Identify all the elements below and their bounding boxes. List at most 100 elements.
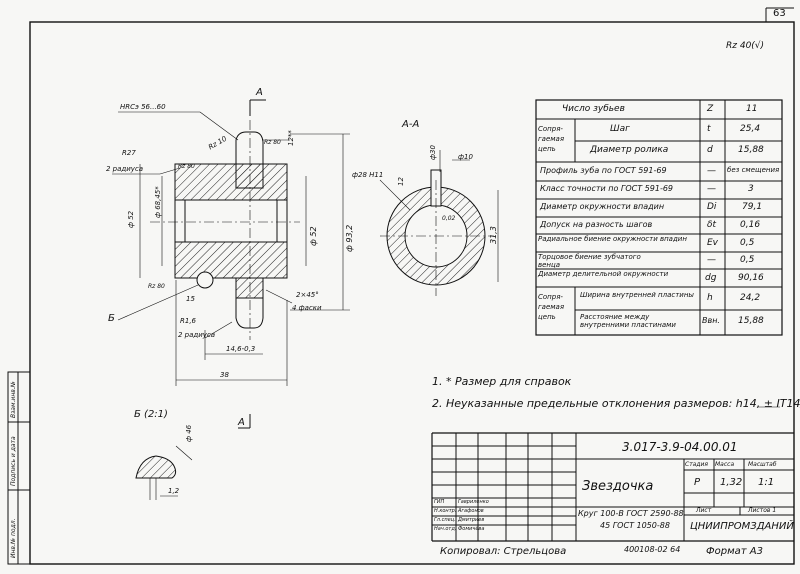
dim-r16: R1,6 [180, 317, 196, 325]
param-sym-roller: d [707, 145, 713, 155]
param-name-teeth: Число зубьев [562, 104, 625, 114]
param-sym-pitch-tol: δt [707, 220, 717, 230]
param-val-radial-runout: 0,5 [740, 238, 755, 248]
name-3: Фомичёва [458, 526, 485, 532]
stamp-inv-no: Инв.№ подл. [10, 518, 17, 559]
param-name-roller: Диаметр ролика [590, 145, 669, 155]
param-name-pitch-dia: Диаметр делительной окружности [538, 270, 669, 278]
dim-rz80a: Rz 80 [178, 163, 195, 170]
sheet-number: 63 [773, 8, 786, 19]
param-name-radial-runout: Радиальное биение окружности впадин [538, 235, 687, 243]
dim-d313: 31,3 [489, 226, 498, 244]
mass-value: 1,32 [720, 477, 743, 488]
param-group-chain-2: Сопря-гаемая цепь [538, 293, 565, 321]
name-2: Дмитриев [458, 517, 485, 523]
param-val-root-dia: 79,1 [742, 202, 763, 212]
dim-chamfer-note: 4 фаски [292, 304, 322, 312]
title-block-grid [431, 432, 794, 542]
stamp-replacing: Взам.инв.№ [10, 381, 17, 418]
section-a-a-view [379, 150, 499, 296]
param-sym-pitch-dia: dg [705, 273, 717, 283]
dim-d30: ф30 [429, 145, 437, 160]
param-sym-plate-gap: Ввн. [702, 316, 720, 325]
param-name-class: Класс точности по ГОСТ 591-69 [540, 184, 674, 193]
col-scale: Масштаб [748, 461, 777, 468]
param-name-pitch-tol: Допуск на разность шагов [540, 220, 653, 229]
copied-by: Копировал: Стрельцова [440, 546, 567, 557]
org-name: ЦНИИПРОМЗДАНИЙ [690, 521, 794, 532]
detail-label: Б [108, 313, 115, 324]
name-1: Агафонов [458, 508, 484, 514]
dim-d932: ф 93,2 [345, 224, 354, 252]
dim-d52b: ф 52 [309, 226, 318, 246]
stamp-signature: Подпись и дата [10, 436, 17, 486]
param-group-chain-1: Сопря-гаемая цепь [538, 125, 565, 153]
param-sym-profile: — [707, 166, 716, 176]
scale-value: 1:1 [758, 477, 775, 488]
sheet-label: Лист [696, 507, 712, 514]
section-arrow-bottom: А [238, 417, 245, 428]
dim-r27: R27 [122, 149, 136, 157]
detail-b-view [135, 445, 193, 500]
stage-value: Р [694, 477, 701, 488]
param-sym-teeth: Z [707, 104, 714, 114]
role-3: Нач.отд. [434, 526, 457, 532]
dim-w15: 15 [186, 295, 195, 303]
param-val-pitch-tol: 0,16 [740, 220, 761, 230]
note-1: 1. * Размер для справок [432, 375, 572, 388]
name-4: Гавриленко [458, 499, 489, 505]
dim-d52a: ф 52 [127, 210, 135, 228]
col-mass: Масса [715, 461, 735, 468]
param-name-plate-gap: Расстояние между внутренними пластинами [580, 313, 676, 329]
param-val-profile: без смещения [727, 166, 780, 174]
param-sym-axial-runout: — [707, 255, 716, 265]
param-name-pitch: Шаг [610, 124, 630, 134]
dim-d10: ф10 [458, 153, 473, 161]
dim-d6845: ф 68,45* [154, 186, 162, 218]
sheets-label: Листов 1 [748, 507, 777, 514]
param-sym-root-dia: Di [707, 202, 717, 212]
param-name-plate-width: Ширина внутренней пластины [580, 291, 694, 299]
doc-number: 3.017-3.9-04.00.01 [622, 440, 738, 454]
sprocket-section-view [112, 99, 350, 429]
note-2: 2. Неуказанные предельные отклонения раз… [432, 397, 800, 410]
col-stage: Стадия [685, 461, 709, 468]
param-sym-radial-runout: Ev [707, 238, 719, 248]
dim-d28: ф28 Н11 [352, 171, 384, 179]
role-4: ГИП [434, 499, 445, 505]
param-val-plate-width: 24,2 [740, 293, 761, 303]
dim-d12: 12 [397, 177, 405, 186]
params-table-grid [535, 99, 783, 336]
dim-w146: 14,6-0,3 [226, 345, 256, 353]
material-2: 45 ГОСТ 1050-88 [600, 521, 670, 530]
param-name-axial-runout: Торцовое биение зубчатого венца [538, 253, 641, 269]
param-val-teeth: 11 [746, 104, 758, 114]
role-2: Гл.спец. [434, 517, 456, 523]
dim-d02: 0,02 [442, 215, 456, 222]
section-title: А-А [402, 119, 420, 130]
dim-d46: ф 46 [185, 424, 193, 442]
dim-chamfer: 2×45° [296, 291, 319, 299]
dim-d12b: 1,2 [168, 487, 180, 495]
param-sym-pitch: t [707, 124, 711, 134]
param-sym-plate-width: h [707, 293, 713, 303]
part-name: Звездочка [582, 479, 654, 494]
sheet-format: Формат А3 [706, 546, 763, 557]
param-val-pitch: 25,4 [740, 124, 761, 134]
roughness-mark: Rz 40(√) [726, 41, 765, 51]
dim-r16-note: 2 радиуса [178, 331, 216, 339]
param-val-roller: 15,88 [738, 145, 764, 155]
dim-rz80b: Rz 80 [264, 139, 281, 146]
param-val-class: 3 [748, 184, 754, 194]
param-val-plate-gap: 15,88 [738, 316, 764, 326]
hardness-note: HRCэ 56...60 [120, 103, 166, 111]
param-name-profile: Профиль зуба по ГОСТ 591-69 [540, 166, 667, 175]
param-val-pitch-dia: 90,16 [738, 273, 764, 283]
dim-r27-note: 2 радиуса [106, 165, 144, 173]
material-1: Круг 100-В ГОСТ 2590-88 [578, 509, 684, 518]
param-val-axial-runout: 0,5 [740, 255, 755, 265]
param-sym-class: — [707, 184, 716, 194]
dim-w38: 38 [220, 371, 229, 379]
